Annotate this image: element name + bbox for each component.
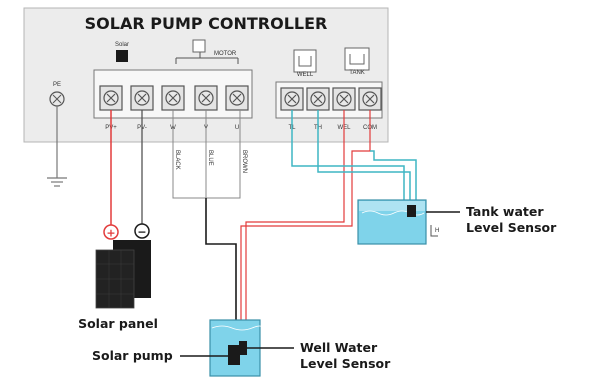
- solar-panel-label: Solar panel: [78, 316, 158, 331]
- wire-label-black: BLACK: [174, 150, 180, 170]
- motor-label: MOTOR: [214, 51, 237, 57]
- well-level-sensor: [239, 341, 247, 355]
- tank-sensor-label-line2: Level Sensor: [466, 220, 557, 235]
- motor-bracket: [175, 48, 239, 64]
- positive-terminal-marker: +: [103, 224, 119, 240]
- minus-sign: −: [137, 226, 146, 239]
- solar-panel-icon: [95, 240, 151, 309]
- controller-title: SOLAR PUMP CONTROLLER: [85, 14, 328, 33]
- tank-icon: [344, 47, 370, 71]
- negative-terminal-marker: −: [134, 223, 150, 239]
- well-icon: [293, 49, 317, 73]
- solar-pump-label: Solar pump: [92, 348, 173, 363]
- tank-level-sensor: [407, 205, 416, 217]
- plus-sign: +: [106, 227, 115, 240]
- well-icon-label: WELL: [297, 72, 314, 78]
- solar-icon: [116, 50, 128, 62]
- terminal-screws-right: [280, 87, 382, 111]
- tank-sensor-cable-b: [317, 110, 411, 208]
- wire-label-brown: BROWN: [241, 150, 247, 173]
- solar-pump-icon: [228, 345, 240, 365]
- motor-icon: [192, 39, 206, 53]
- svg-text:H: H: [435, 228, 439, 234]
- well-sensor-label-line2: Level Sensor: [300, 356, 391, 371]
- tank-sensor-cable-a: [291, 110, 405, 208]
- pe-label: PE: [53, 82, 61, 88]
- terminal-screws-left: [99, 85, 249, 111]
- ground-symbol: [47, 106, 67, 187]
- wire-label-blue: BLUE: [207, 150, 213, 166]
- tank-sensor-label-line1: Tank water: [466, 204, 544, 219]
- pump-power-cable: [205, 198, 237, 349]
- well-sensor-cable-b: [240, 110, 371, 348]
- tank-sensor-cable-com: [370, 150, 417, 208]
- tank-float-icon: H: [430, 225, 439, 237]
- terminal-label-u: U: [235, 125, 239, 131]
- solar-icon-label: Solar: [115, 42, 129, 48]
- tank-icon-label: TANK: [349, 70, 365, 76]
- well-sensor-label-line1: Well Water: [300, 340, 378, 355]
